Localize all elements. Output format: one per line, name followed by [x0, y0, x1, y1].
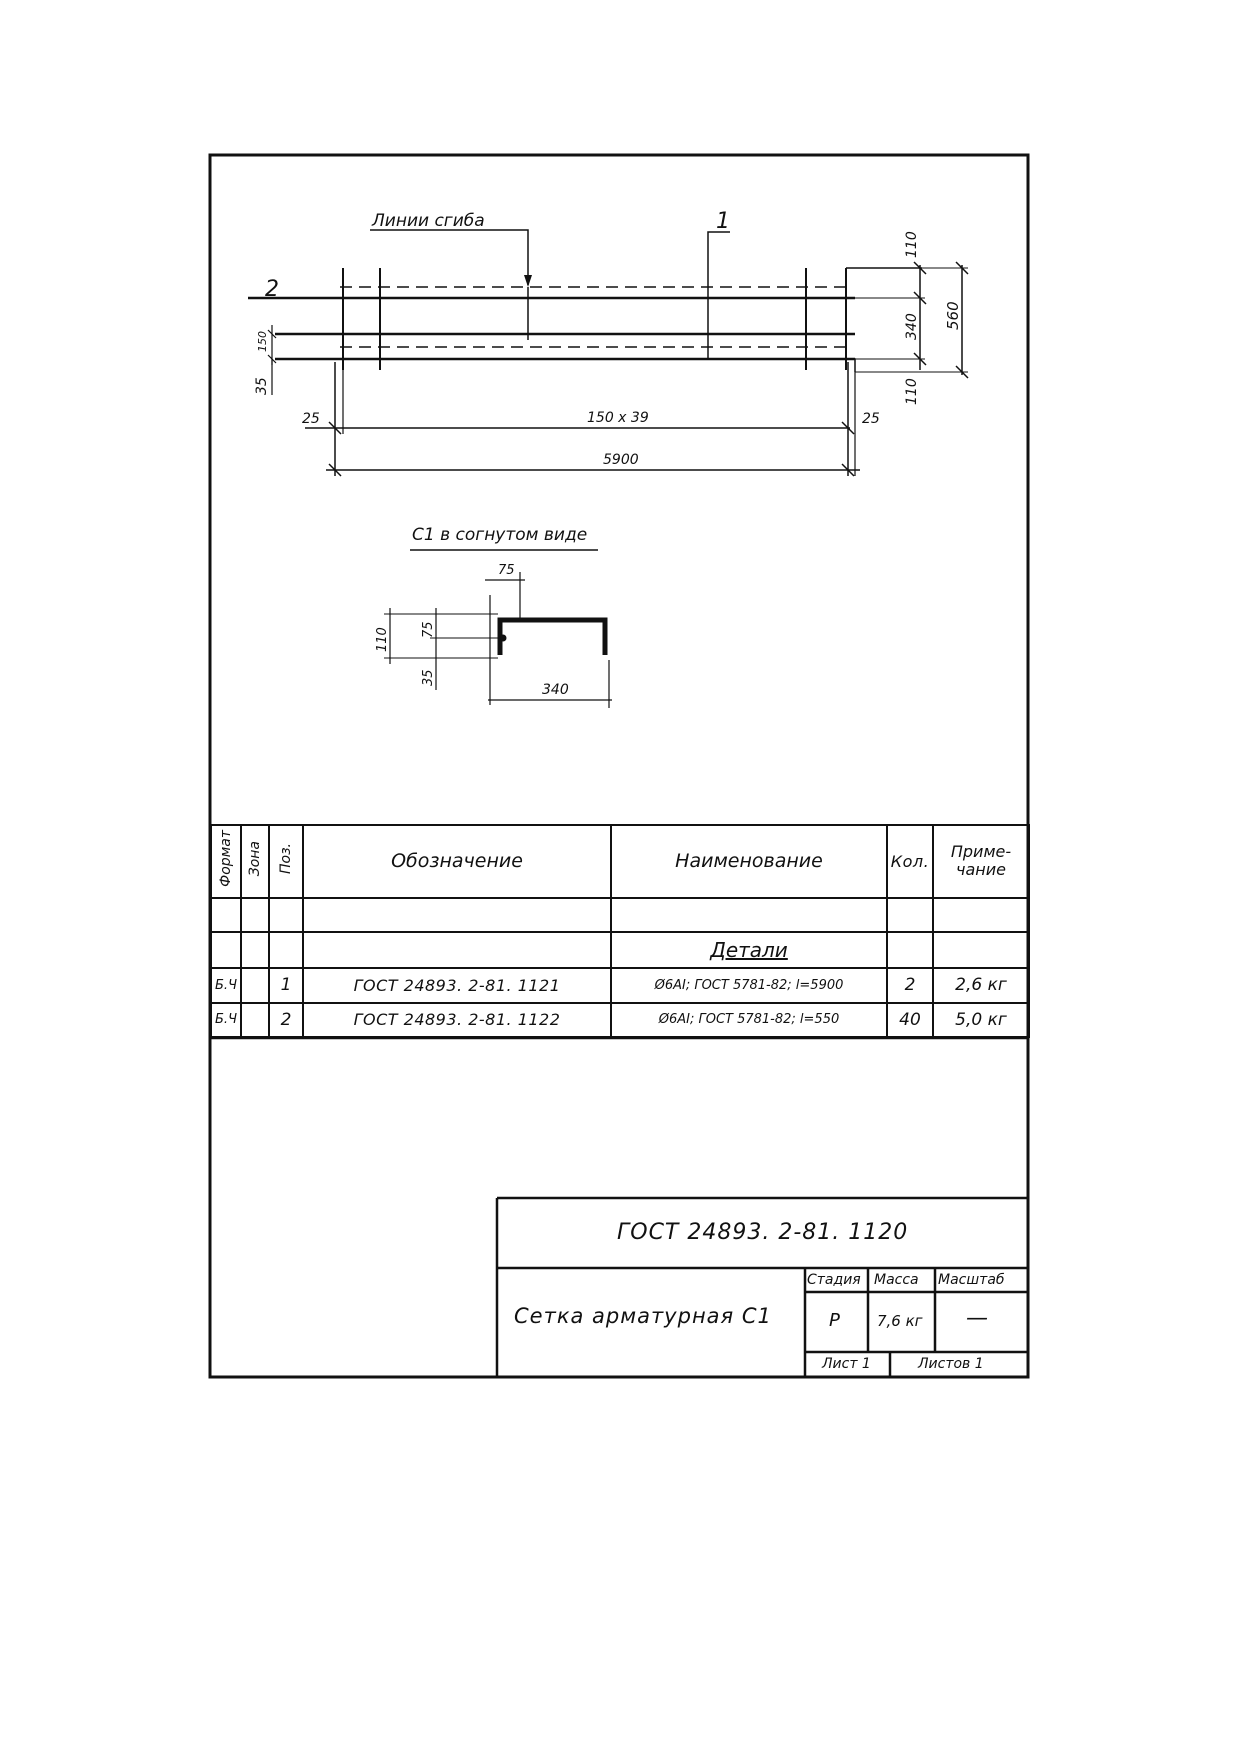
row-qty: 40 [886, 1001, 934, 1039]
dim-35: 35 [254, 377, 270, 395]
dim-110-bottom: 110 [904, 378, 920, 405]
table-row: Б.Ч 1 ГОСТ 24893. 2-81. 1121 Ø6AI; ГОСТ … [210, 967, 1030, 1004]
bent-340: 340 [542, 682, 569, 698]
spec-empty-row [210, 896, 1030, 933]
dim-150: 150 [256, 331, 269, 352]
dim-25-right: 25 [862, 411, 880, 427]
hdr-designation: Обозначение [302, 824, 612, 899]
row-designation: ГОСТ 24893. 2-81. 1122 [302, 1001, 612, 1039]
row-designation: ГОСТ 24893. 2-81. 1121 [302, 967, 612, 1004]
row-zone [240, 1001, 270, 1039]
dim-pitch: 150 x 39 [587, 410, 649, 426]
dim-5900: 5900 [603, 452, 639, 468]
item-name: Сетка арматурная С1 [514, 1304, 772, 1328]
spec-header-row: Формат Зона Поз. Обозначение Наименовани… [210, 824, 1030, 899]
row-name: Ø6AI; ГОСТ 5781-82; l=550 [610, 1001, 888, 1039]
row-zone [240, 967, 270, 1004]
spec-section-row: Детали [210, 930, 1030, 970]
row-pos: 1 [268, 967, 304, 1004]
row-note: 2,6 кг [932, 967, 1030, 1004]
hdr-name: Наименование [610, 824, 888, 899]
scale-value: — [966, 1306, 988, 1331]
bent-110: 110 [375, 627, 390, 652]
hdr-qty: Кол. [886, 824, 934, 899]
pos1-leader [707, 231, 730, 360]
title-block-lines [495, 1196, 1028, 1377]
hdr-note: Приме-чание [932, 824, 1030, 899]
scale-label: Масштаб [938, 1272, 1005, 1288]
specification-table: Формат Зона Поз. Обозначение Наименовани… [210, 824, 1030, 1039]
row-note: 5,0 кг [932, 1001, 1030, 1039]
bent-35: 35 [421, 669, 436, 686]
dim-110-top: 110 [904, 231, 920, 258]
row-qty: 2 [886, 967, 934, 1004]
row-name: Ø6AI; ГОСТ 5781-82; l=5900 [610, 967, 888, 1004]
bent-profile [497, 617, 608, 655]
pos1-callout: 1 [716, 209, 730, 234]
bend-lines-label: Линии сгиба [371, 211, 485, 231]
dim-25-left: 25 [302, 411, 320, 427]
mass-value: 7,6 кг [877, 1312, 923, 1330]
hdr-format: Формат [210, 824, 242, 899]
dim-340: 340 [904, 313, 920, 340]
dim-560: 560 [944, 301, 962, 330]
bend-leader [370, 229, 529, 285]
bent-75-side: 75 [421, 621, 436, 638]
doc-number: ГОСТ 24893. 2-81. 1120 [617, 1220, 909, 1245]
bent-view-title: С1 в согнутом виде [412, 525, 587, 545]
sheet-frame [208, 153, 1030, 1379]
bent-view [384, 572, 612, 708]
table-row: Б.Ч 2 ГОСТ 24893. 2-81. 1122 Ø6AI; ГОСТ … [210, 1001, 1030, 1039]
stage-value: Р [829, 1310, 840, 1331]
mesh-plan-view [248, 229, 969, 477]
hdr-zone: Зона [240, 824, 270, 899]
mass-label: Масса [874, 1272, 919, 1288]
row-format: Б.Ч [210, 1001, 242, 1039]
sheet-label: Лист 1 [822, 1356, 871, 1372]
section-details: Детали [610, 930, 888, 970]
pos2-callout: 2 [265, 277, 279, 302]
row-format: Б.Ч [210, 967, 242, 1004]
bend-arrow [524, 275, 532, 287]
sheets-label: Листов 1 [918, 1356, 984, 1372]
row-pos: 2 [268, 1001, 304, 1039]
hdr-pos: Поз. [268, 824, 304, 899]
stage-label: Стадия [807, 1272, 861, 1288]
bent-75-top: 75 [498, 563, 515, 578]
